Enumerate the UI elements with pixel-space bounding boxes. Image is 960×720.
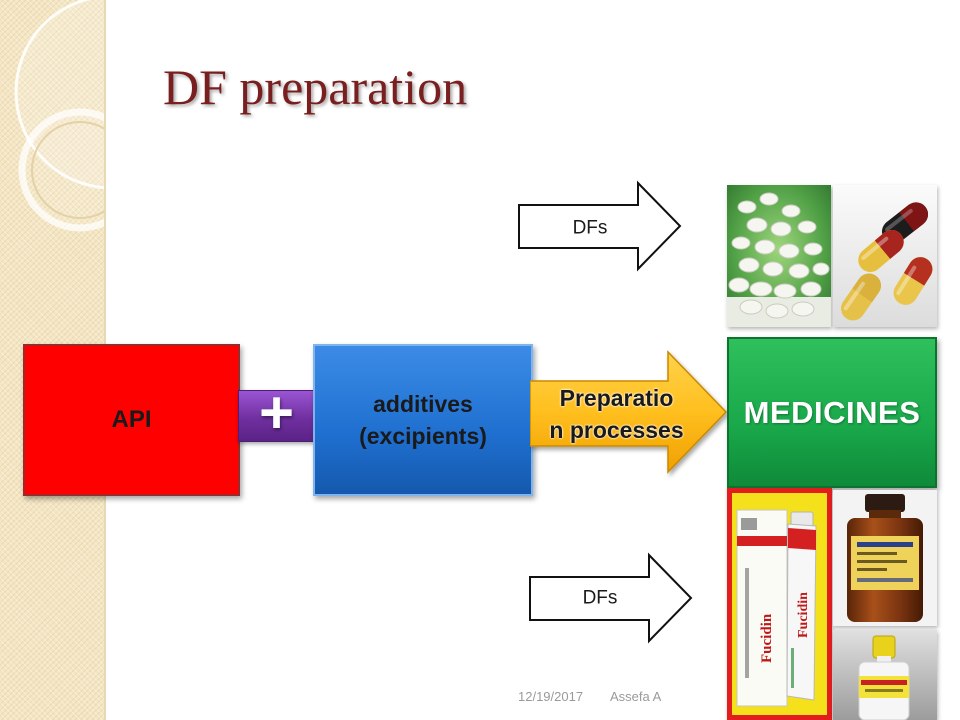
syrup-bottle-image: [833, 490, 937, 626]
additives-label-line1: additives: [373, 391, 473, 417]
dropper-bottle-image: [833, 630, 937, 720]
process-label: Preparatio n processes: [533, 382, 700, 446]
additives-box: additives (excipients): [313, 344, 533, 496]
ointment-tube: Fucidin: [786, 511, 817, 701]
process-label-line2: n processes: [549, 417, 684, 443]
ointment-tube-brand: Fucidin: [796, 592, 811, 638]
footer-author: Assefa A: [610, 689, 662, 704]
capsule-yellow-red: [858, 230, 904, 272]
ointment-tube-photo: Fucidin Fucidin: [727, 488, 832, 720]
tablets-photo: [727, 185, 831, 327]
top-dfs-arrow: [518, 180, 682, 272]
ointment-image: Fucidin Fucidin: [727, 488, 832, 720]
process-label-line1: Preparatio: [559, 385, 674, 411]
slide-title: DF preparation: [163, 59, 468, 115]
medicines-label: MEDICINES: [743, 395, 921, 430]
decorative-circles: [14, 0, 104, 232]
capsule-yellow-red-2: [893, 257, 933, 305]
bottom-dfs-arrow: [529, 552, 693, 644]
dropper-bottle-label: [859, 676, 909, 698]
plus-icon: +: [258, 379, 295, 446]
ointment-box: Fucidin: [736, 509, 788, 707]
api-box: API: [23, 344, 240, 496]
medicines-box: MEDICINES: [727, 337, 937, 488]
syrup-bottle-label: [851, 536, 919, 590]
process-arrow: [530, 350, 728, 474]
capsule-yellow: [840, 273, 882, 321]
tablet-pile: [728, 192, 830, 319]
bottom-dfs-label: DFs: [582, 587, 618, 609]
plus-connector: +: [238, 383, 315, 443]
footer-date: 12/19/2017: [518, 689, 584, 704]
capsules-image: [833, 185, 937, 327]
tablets-image: [727, 185, 831, 327]
capsules-photo: [833, 185, 937, 327]
syrup-bottle-photo: [833, 490, 937, 626]
api-label: API: [111, 406, 152, 433]
ointment-box-brand: Fucidin: [759, 613, 775, 663]
additives-label-line2: (excipients): [359, 423, 487, 449]
dropper-bottle-photo: [833, 630, 937, 720]
top-dfs-label: DFs: [572, 217, 608, 239]
